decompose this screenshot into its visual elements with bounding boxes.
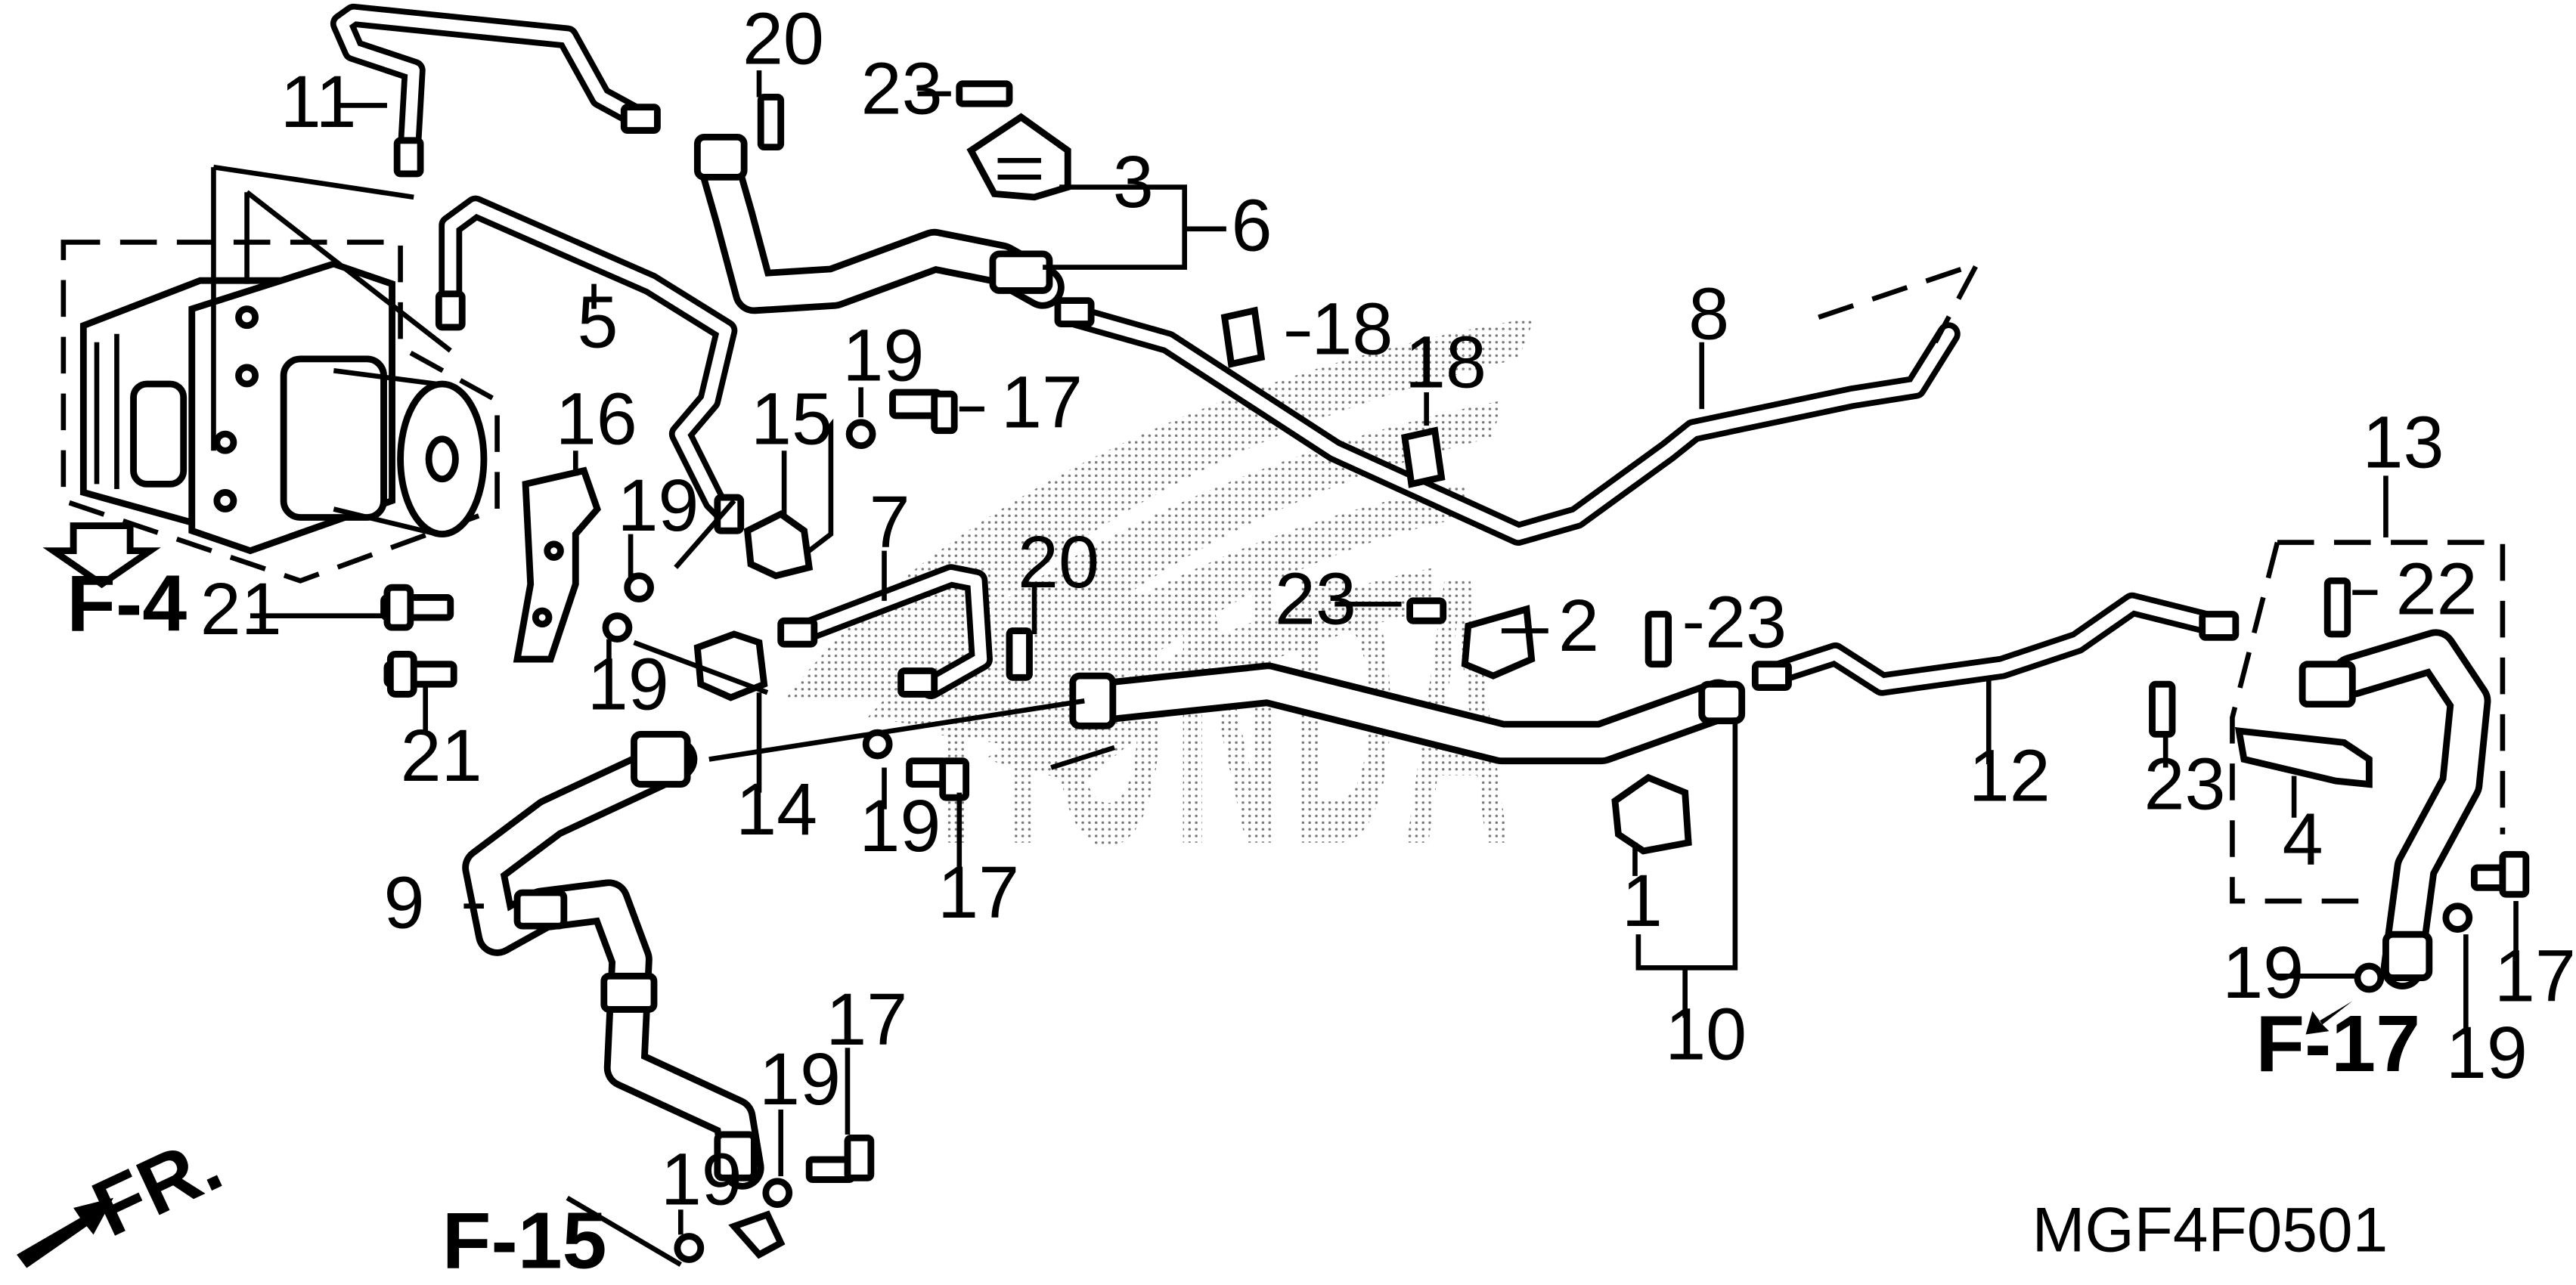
callout-17-bottom: 17 <box>826 978 907 1061</box>
callout-4: 4 <box>2283 797 2323 880</box>
brake-hose-13 <box>2230 540 2506 989</box>
callout-16: 16 <box>556 377 637 460</box>
reference-f4[interactable]: F-4 <box>67 559 187 649</box>
callout-22: 22 <box>2396 547 2478 630</box>
callout-numbers: 11 5 20 23 3 6 18 18 8 19 17 15 16 19 7 … <box>200 0 2576 1221</box>
callout-3: 3 <box>1113 141 1154 223</box>
brake-pipe-8 <box>1054 259 1982 547</box>
callout-19-lowest: 19 <box>661 1138 742 1221</box>
callout-21-upper: 21 <box>200 568 282 650</box>
pipe-clips-18 <box>1220 306 1446 488</box>
brake-hose-6 <box>693 113 1071 314</box>
brake-pipe-5 <box>435 195 745 534</box>
callout-17-upper: 17 <box>1001 361 1083 443</box>
diagram-code: MGF4F0501 <box>2032 1194 2388 1265</box>
callout-11: 11 <box>281 60 357 143</box>
f4-arrow-icon <box>42 522 161 589</box>
reference-f17[interactable]: F-17 <box>2255 999 2420 1088</box>
callout-20-mid: 20 <box>1018 521 1099 603</box>
callout-9: 9 <box>384 861 425 943</box>
callout-5: 5 <box>577 280 618 363</box>
callout-19-left: 19 <box>617 464 699 547</box>
f17-arrow-icon <box>2305 1001 2353 1035</box>
abs-leader-lines <box>211 164 452 451</box>
callout-23-right: 23 <box>1705 581 1787 664</box>
callout-10: 10 <box>1665 993 1747 1076</box>
front-direction-label: FR. <box>79 1119 234 1254</box>
callout-19-center: 19 <box>859 785 941 867</box>
callout-2: 2 <box>1558 584 1599 667</box>
clamp-2 <box>1461 605 1536 680</box>
abs-modulator-unit <box>60 240 500 584</box>
callout-6: 6 <box>1231 184 1272 266</box>
callout-17-center: 17 <box>938 851 1019 934</box>
callout-15: 15 <box>751 377 832 460</box>
callout-1: 1 <box>1622 859 1663 942</box>
callout-19-mid: 19 <box>587 642 669 725</box>
callout-18-lower: 18 <box>1405 320 1486 403</box>
callout-leaders <box>250 70 2519 1267</box>
callout-23-top: 23 <box>861 48 943 130</box>
fasteners <box>380 80 2530 1263</box>
callout-8: 8 <box>1688 272 1729 355</box>
brake-pipe-11 <box>330 3 661 178</box>
brake-hose-9 <box>462 730 764 1190</box>
brake-pipe-12 <box>1751 592 2240 696</box>
callout-18-upper: 18 <box>1311 287 1393 370</box>
callout-19-far-right: 19 <box>2222 931 2304 1014</box>
callout-7: 7 <box>870 481 910 563</box>
joint-parts <box>513 466 814 701</box>
callout-17-far-right: 17 <box>2494 934 2576 1017</box>
brake-hose-10 <box>1069 662 1746 855</box>
callout-21-lower: 21 <box>401 714 482 797</box>
callout-20-top: 20 <box>742 0 824 79</box>
callout-23-mid: 23 <box>1275 558 1356 640</box>
callout-12: 12 <box>1969 735 2051 817</box>
brake-pipe-7 <box>777 564 993 700</box>
reference-f15[interactable]: F-15 <box>442 1196 607 1285</box>
callout-13: 13 <box>2363 401 2444 483</box>
callout-19-bottom-right: 19 <box>2446 1011 2528 1094</box>
callout-19-upper: 19 <box>842 314 924 397</box>
front-arrow-icon <box>17 1197 114 1268</box>
callout-19-bottom: 19 <box>759 1038 841 1120</box>
callout-14: 14 <box>736 768 817 850</box>
callout-23-far-right: 23 <box>2144 743 2225 825</box>
